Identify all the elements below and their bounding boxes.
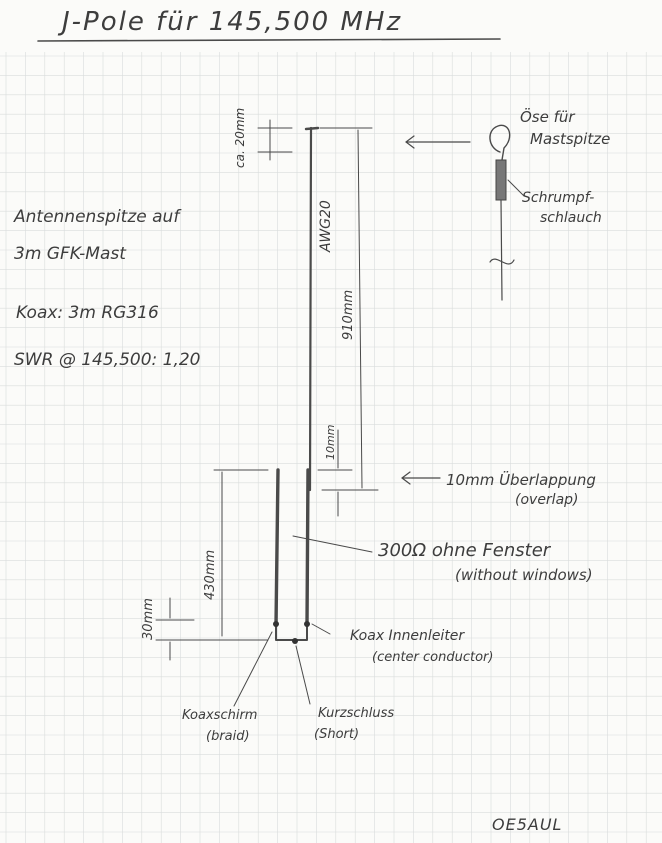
braid-label-2: (braid) (206, 729, 250, 744)
ose-label-2: Mastspitze (530, 130, 610, 148)
shrink-label-1: Schrumpf- (522, 190, 594, 206)
line300-leader (292, 535, 373, 553)
inner-leader (311, 623, 331, 635)
shrink-label-2: schlauch (540, 210, 602, 226)
dim-long-label: 910mm (341, 290, 356, 340)
inner-label-1: Koax Innenleiter (350, 628, 465, 644)
dim-overlap-label: 10mm (324, 425, 337, 460)
braid-label-1: Koaxschirm (182, 708, 257, 723)
shrink-leader (507, 179, 525, 197)
braid-leader (233, 631, 273, 707)
inner-label-2: (center conductor) (372, 650, 493, 665)
note-mast: 3m GFK-Mast (14, 244, 127, 264)
dim-feed-label: 30mm (141, 598, 156, 640)
page-title: J-Pole für 145,500 MHz (57, 7, 402, 37)
twinlead-right (305, 468, 310, 627)
dim-long-arrow (357, 129, 363, 489)
twinlead-left (274, 468, 280, 627)
overlap-label-2: (overlap) (515, 492, 579, 508)
author-signature: OE5AUL (492, 815, 562, 834)
shrink-tube (495, 159, 507, 201)
dim-top-label: ca. 20mm (233, 108, 247, 168)
short-dot (292, 638, 298, 644)
ose-eyelet (489, 124, 511, 161)
overlap-arrowhead (401, 471, 411, 485)
dim-stub-label: 430mm (203, 550, 218, 600)
ose-label-1: Öse für (520, 107, 575, 126)
note-koax: Koax: 3m RG316 (16, 303, 159, 323)
ose-arrowhead (405, 135, 415, 149)
braid-dot (273, 621, 279, 627)
short-leader (295, 645, 311, 705)
radiator-top-hook (304, 126, 320, 131)
center-dot (304, 621, 310, 627)
title-underline (37, 38, 501, 42)
wire-label: AWG20 (318, 200, 334, 253)
bottom-short (275, 624, 308, 641)
line300-label-2: (without windows) (455, 566, 593, 584)
line300-label-1: 300Ω ohne Fenster (378, 540, 552, 561)
short-label-2: (Short) (314, 727, 359, 742)
short-label-1: Kurzschluss (318, 706, 394, 721)
overlap-label-1: 10mm Überlappung (446, 470, 596, 489)
note-swr: SWR @ 145,500: 1,20 (14, 350, 201, 370)
break-mark (489, 258, 515, 265)
note-antenna-tip: Antennenspitze auf (13, 207, 182, 227)
ose-wire (500, 199, 503, 301)
graph-paper-grid (0, 52, 662, 843)
radiator-element (308, 126, 313, 492)
